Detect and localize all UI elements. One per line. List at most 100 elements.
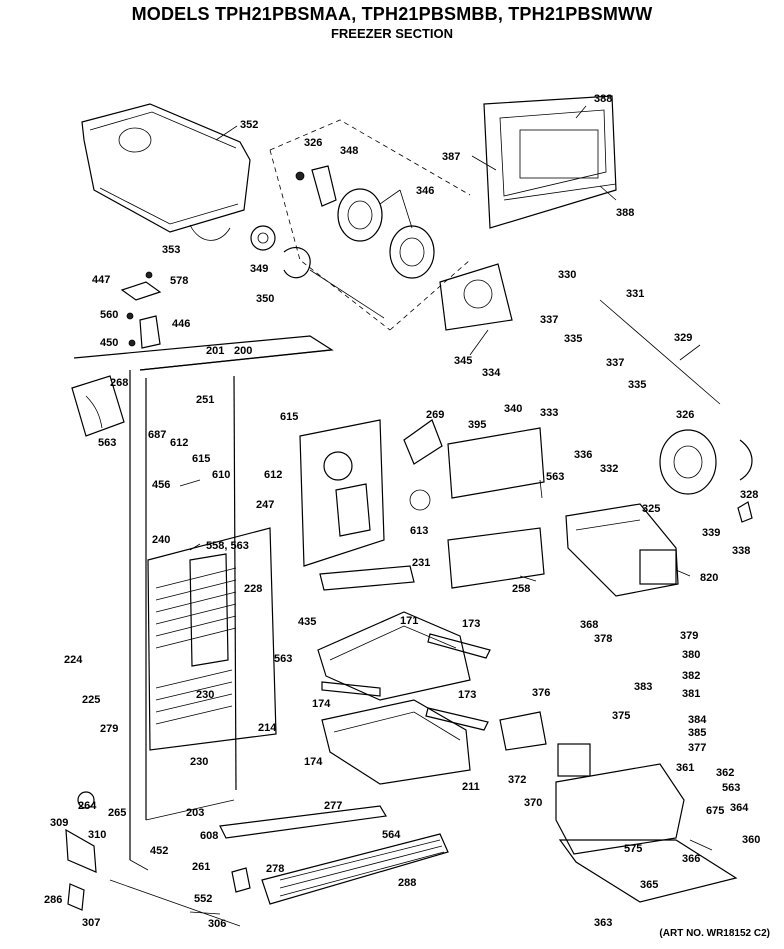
page-title: MODELS TPH21PBSMAA, TPH21PBSMBB, TPH21PB…: [131, 4, 653, 24]
part-label: 268: [110, 377, 128, 389]
part-label: 383: [634, 681, 652, 693]
part-label: 575: [624, 843, 642, 855]
part-label: 560: [100, 309, 118, 321]
part-label: 269: [426, 409, 444, 421]
water-valve-drawing: [499, 711, 738, 903]
part-label: 820: [700, 572, 718, 584]
part-label: 578: [170, 275, 188, 287]
part-label: 387: [442, 151, 460, 163]
part-label: 345: [454, 355, 472, 367]
part-label: 278: [266, 863, 284, 875]
part-label: 230: [196, 689, 214, 701]
part-label: 385: [688, 727, 706, 739]
part-label: 375: [612, 710, 630, 722]
part-label: 675: [706, 805, 724, 817]
part-label: 563: [722, 782, 740, 794]
part-label: 335: [628, 379, 646, 391]
part-label: 333: [540, 407, 558, 419]
part-label: 370: [524, 797, 542, 809]
part-label: 372: [508, 774, 526, 786]
part-label: 340: [504, 403, 522, 415]
part-label: 286: [44, 894, 62, 906]
part-label: 380: [682, 649, 700, 661]
part-label: 173: [462, 618, 480, 630]
part-label: 456: [152, 479, 170, 491]
part-label: 309: [50, 817, 68, 829]
page-subtitle: FREEZER SECTION: [330, 26, 454, 41]
part-labels: 352 326 348 346 388 387 388 353 349 350 …: [44, 93, 760, 930]
part-label: 277: [324, 800, 342, 812]
part-label: 326: [676, 409, 694, 421]
part-label: 338: [732, 545, 750, 557]
leader-lines: [179, 105, 713, 915]
part-label: 331: [626, 288, 644, 300]
part-label: 224: [64, 654, 83, 666]
part-label: 563: [274, 653, 292, 665]
part-label: 435: [298, 616, 316, 628]
part-label: 384: [688, 714, 707, 726]
part-label: 174: [312, 698, 331, 710]
part-label: 348: [340, 145, 358, 157]
part-label: 613: [410, 525, 428, 537]
part-label: 376: [532, 687, 550, 699]
part-label: 214: [258, 722, 277, 734]
part-label: 612: [264, 469, 282, 481]
part-label: 365: [640, 879, 658, 891]
part-label: 558, 563: [206, 540, 249, 552]
part-label: 332: [600, 463, 618, 475]
part-label: 364: [730, 802, 749, 814]
part-label: 173: [458, 689, 476, 701]
part-label: 211: [462, 781, 480, 793]
part-label: 201: [206, 345, 224, 357]
part-label: 240: [152, 534, 170, 546]
part-label: 381: [682, 688, 700, 700]
dispenser-motor-drawing: [599, 299, 753, 523]
part-label: 251: [196, 394, 214, 406]
part-label: 334: [482, 367, 501, 379]
part-label: 362: [716, 767, 734, 779]
art-number: (ART NO. WR18152 C2): [659, 928, 770, 939]
part-label: 353: [162, 244, 180, 256]
channel-231-drawing: [319, 565, 415, 591]
part-label: 346: [416, 185, 434, 197]
part-label: 363: [594, 917, 612, 929]
part-label: 228: [244, 583, 262, 595]
evaporator-drawing: [147, 527, 277, 751]
part-label: 265: [108, 807, 126, 819]
freezer-baskets-drawing: [317, 611, 491, 785]
part-label: 330: [558, 269, 576, 281]
part-label: 687: [148, 429, 166, 441]
part-label: 395: [468, 419, 486, 431]
part-label: 200: [234, 345, 252, 357]
part-label: 379: [680, 630, 698, 642]
part-label: 337: [540, 314, 558, 326]
auger-assembly-drawing: [250, 119, 471, 331]
part-label: 258: [512, 583, 530, 595]
fan-shroud-drawing: [299, 419, 443, 567]
part-label: 230: [190, 756, 208, 768]
part-label: 615: [192, 453, 210, 465]
ice-bucket-drawing: [81, 103, 251, 241]
part-label: 352: [240, 119, 258, 131]
part-label: 203: [186, 807, 204, 819]
part-label: 447: [92, 274, 110, 286]
part-label: 564: [382, 829, 401, 841]
louver-268-drawing: [71, 375, 125, 437]
part-label: 335: [564, 333, 582, 345]
ice-maker-drawing: [565, 503, 679, 597]
part-label: 563: [98, 437, 116, 449]
part-label: 326: [304, 137, 322, 149]
part-label: 378: [594, 633, 612, 645]
part-label: 329: [674, 332, 692, 344]
part-label: 610: [212, 469, 230, 481]
bottom-grille-drawing: [109, 805, 449, 927]
part-label: 306: [208, 918, 226, 930]
part-label: 608: [200, 830, 218, 842]
part-label: 382: [682, 670, 700, 682]
part-label: 339: [702, 527, 720, 539]
part-label: 452: [150, 845, 168, 857]
part-label: 388: [594, 93, 612, 105]
part-label: 247: [256, 499, 274, 511]
part-label: 446: [172, 318, 190, 330]
part-label: 563: [546, 471, 564, 483]
